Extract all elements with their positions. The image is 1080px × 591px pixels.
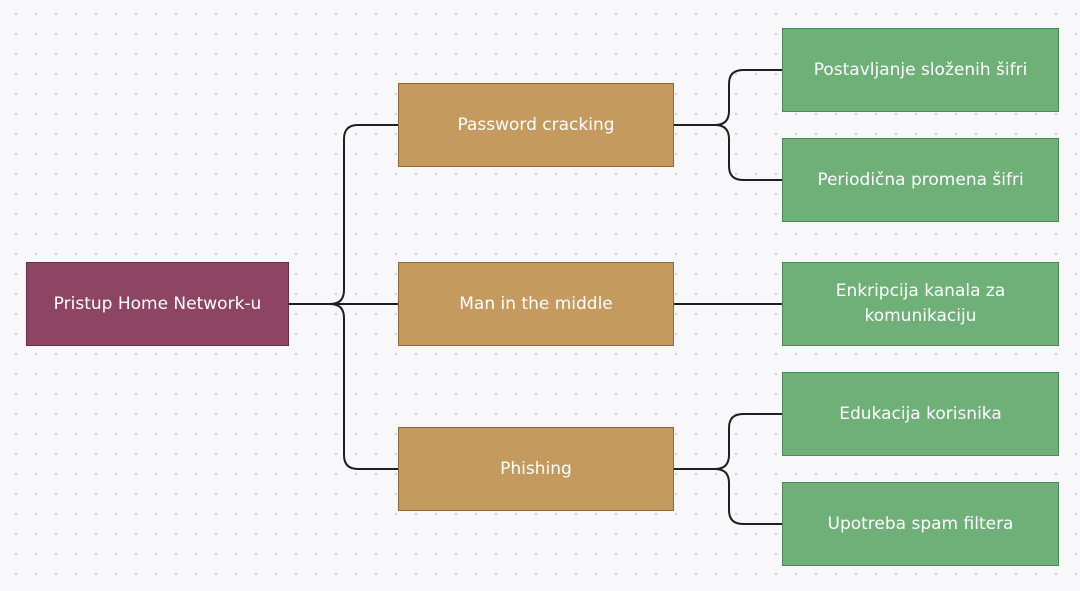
mitigation-node-label: Postavljanje složenih šifri [813,59,1028,80]
connector-password-to-complex-passwords [674,69,782,126]
mitigation-node-user-education[interactable]: Edukacija korisnika [782,372,1059,456]
mitigation-node-spam-filter[interactable]: Upotreba spam filtera [782,482,1059,566]
mitigation-node-label: Enkripcija kanala za komunikaciju [835,281,1006,326]
connector-root-to-password-cracking [289,124,398,305]
threat-node-label: Man in the middle [459,293,613,314]
threat-node-password-cracking[interactable]: Password cracking [398,83,674,167]
root-node[interactable]: Pristup Home Network-u [26,262,289,346]
connector-phishing-to-education [674,413,782,470]
mitigation-node-label: Upotreba spam filtera [827,513,1014,534]
threat-node-phishing[interactable]: Phishing [398,427,674,511]
mitigation-node-label: Periodična promena šifri [817,169,1024,190]
mitigation-node-label: Edukacija korisnika [839,403,1002,424]
root-node-label: Pristup Home Network-u [53,293,262,314]
threat-node-man-in-the-middle[interactable]: Man in the middle [398,262,674,346]
threat-node-label: Phishing [500,458,572,479]
mitigation-node-channel-encryption[interactable]: Enkripcija kanala za komunikaciju [782,262,1059,346]
connector-password-to-periodic-change [714,124,782,181]
connector-phishing-to-spam-filter [714,468,782,525]
mitigation-node-complex-passwords[interactable]: Postavljanje složenih šifri [782,28,1059,112]
threat-node-label: Password cracking [457,114,615,135]
connector-root-to-phishing [329,303,398,470]
mitigation-node-periodic-password-change[interactable]: Periodična promena šifri [782,138,1059,222]
